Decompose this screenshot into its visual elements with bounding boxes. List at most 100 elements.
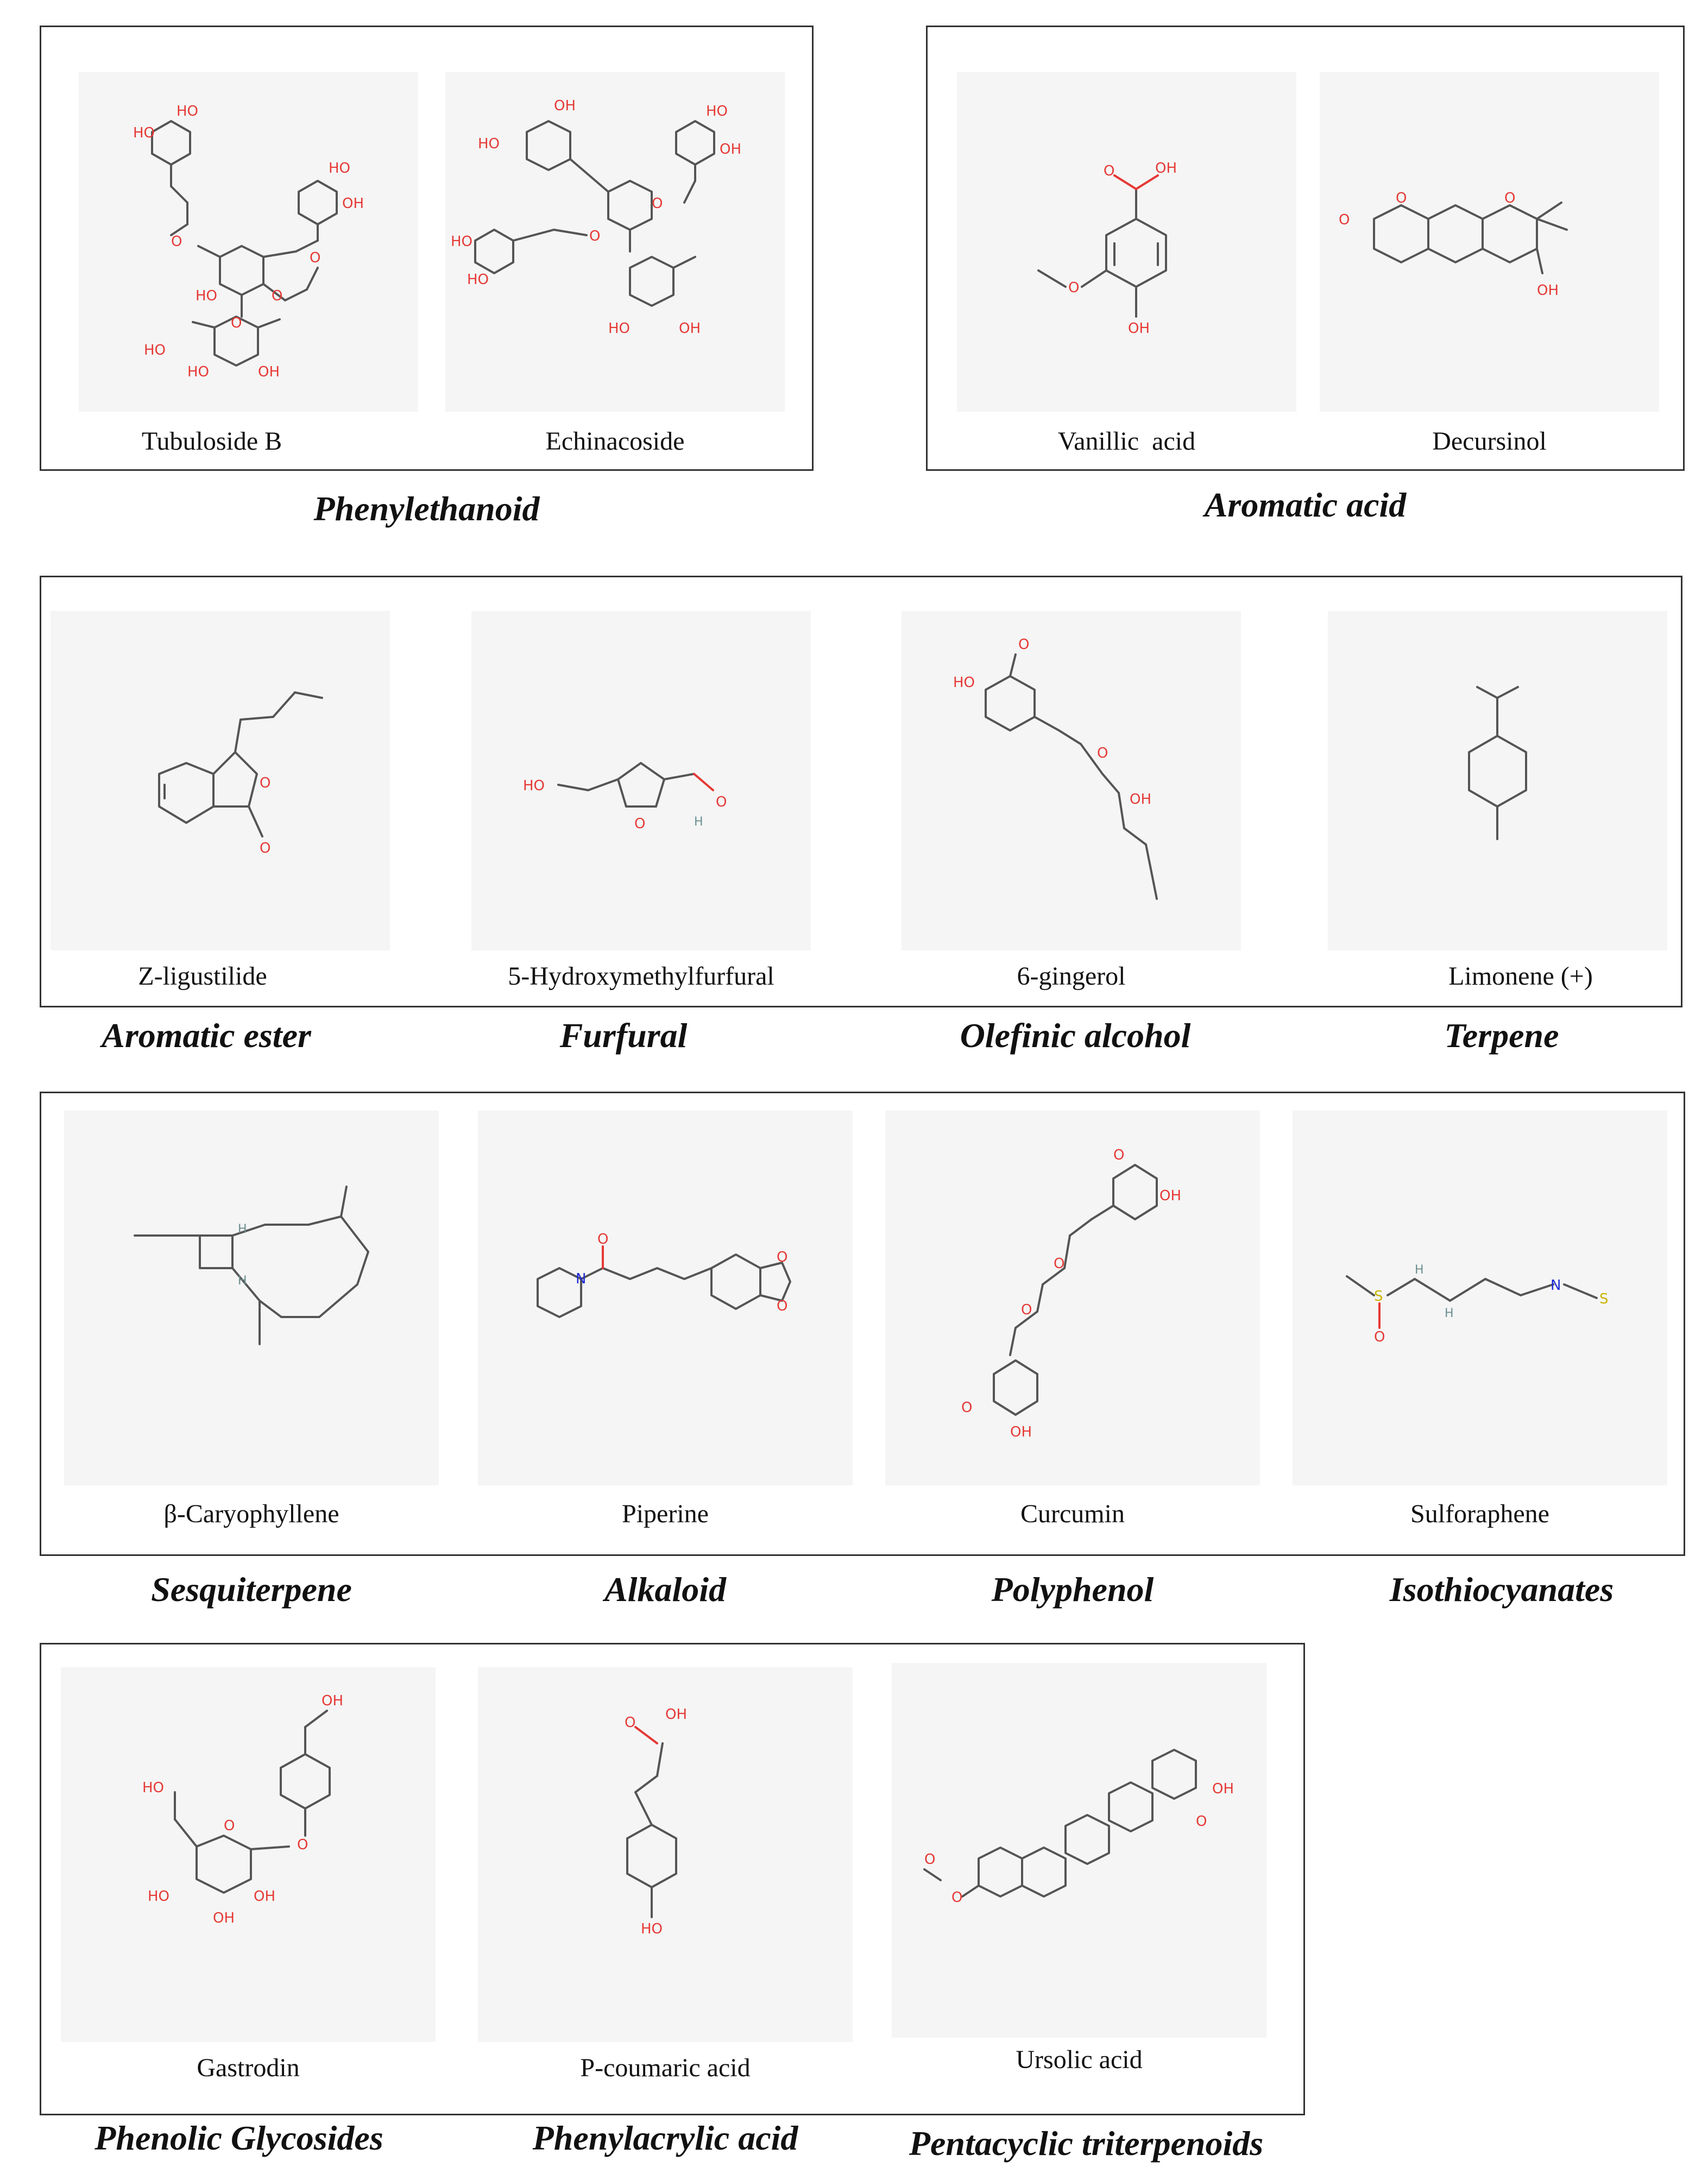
svg-text:O: O xyxy=(1374,1329,1385,1345)
tubuloside-b-name: Tubuloside B xyxy=(141,427,282,456)
svg-text:O: O xyxy=(310,250,320,266)
svg-text:O: O xyxy=(625,1715,635,1731)
z-ligustilide-name: Z-ligustilide xyxy=(138,962,267,991)
svg-text:OH: OH xyxy=(554,98,576,114)
svg-text:S: S xyxy=(1599,1291,1609,1307)
svg-text:O: O xyxy=(224,1818,235,1834)
p-coumaric-acid-tile: O OH HO xyxy=(478,1667,853,2042)
limonene-name: Limonene (+) xyxy=(1448,962,1593,991)
phenylacrylic-acid-label: Phenylacrylic acid xyxy=(532,2119,798,2157)
svg-text:HO: HO xyxy=(641,1921,663,1937)
curcumin-structure-icon: O OH O O O OH xyxy=(961,1147,1181,1440)
svg-text:OH: OH xyxy=(1155,160,1177,177)
ursolic-acid-name: Ursolic acid xyxy=(1016,2045,1143,2074)
svg-text:O: O xyxy=(589,228,600,244)
tubuloside-b-tile: HO HO HO OH O O HO O O HO OH HO xyxy=(79,72,418,412)
decursinol-name: Decursinol xyxy=(1432,427,1547,456)
svg-text:O: O xyxy=(1113,1147,1124,1163)
gingerol-structure-icon: HO O O OH xyxy=(953,637,1158,900)
svg-text:O: O xyxy=(951,1889,962,1906)
svg-text:HO: HO xyxy=(133,125,155,141)
gingerol-tile: HO O O OH xyxy=(902,611,1241,950)
svg-text:OH: OH xyxy=(720,141,741,157)
echinacoside-structure-icon: OH HO HO OH HO HO O O HO OH xyxy=(451,98,741,337)
piperine-tile: N O O O xyxy=(478,1111,853,1485)
echinacoside-name: Echinacoside xyxy=(545,427,685,456)
polyphenol-label: Polyphenol xyxy=(991,1570,1154,1609)
svg-text:H: H xyxy=(238,1274,247,1288)
piperine-name: Piperine xyxy=(622,1499,709,1528)
svg-text:OH: OH xyxy=(665,1706,687,1723)
svg-text:HO: HO xyxy=(467,272,489,288)
svg-text:O: O xyxy=(1396,190,1407,206)
curcumin-name: Curcumin xyxy=(1020,1499,1125,1528)
svg-text:OH: OH xyxy=(1130,791,1151,808)
decursinol-structure-icon: O O O OH xyxy=(1339,190,1568,299)
svg-text:HO: HO xyxy=(478,136,500,152)
piperine-structure-icon: N O O O xyxy=(537,1231,791,1318)
curcumin-tile: O OH O O O OH xyxy=(885,1111,1260,1485)
svg-text:HO: HO xyxy=(953,675,975,691)
sesquiterpene-label: Sesquiterpene xyxy=(151,1570,352,1609)
gastrodin-name: Gastrodin xyxy=(197,2053,300,2082)
sulforaphene-tile: S O N S H H xyxy=(1293,1111,1667,1485)
echinacoside-tile: OH HO HO OH HO HO O O HO OH xyxy=(445,72,785,412)
limonene-structure-icon xyxy=(1468,686,1527,840)
svg-text:O: O xyxy=(1196,1813,1207,1830)
svg-text:OH: OH xyxy=(679,320,701,337)
svg-text:N: N xyxy=(576,1271,586,1287)
svg-text:O: O xyxy=(297,1837,308,1853)
decursinol-tile: O O O OH xyxy=(1320,72,1659,412)
sulforaphene-name: Sulforaphene xyxy=(1410,1499,1549,1528)
svg-text:O: O xyxy=(1068,280,1079,296)
vanillic-acid-name: Vanillic acid xyxy=(1057,427,1196,456)
caryophyllene-tile: H H xyxy=(64,1111,439,1485)
svg-text:O: O xyxy=(924,1851,935,1868)
olefinic-alcohol-label: Olefinic alcohol xyxy=(960,1016,1191,1055)
tubuloside-b-structure-icon: HO HO HO OH O O HO O O HO OH HO xyxy=(133,103,364,380)
vanillic-acid-structure-icon: O OH O OH xyxy=(1037,160,1177,337)
p-coumaric-acid-structure-icon: O OH HO xyxy=(625,1706,687,1937)
sulforaphene-structure-icon: S O N S H H xyxy=(1346,1263,1609,1345)
phenylethanoid-label: Phenylethanoid xyxy=(313,489,540,528)
svg-text:O: O xyxy=(1339,212,1350,228)
svg-text:HO: HO xyxy=(523,778,545,794)
svg-text:O: O xyxy=(260,840,270,856)
svg-text:O: O xyxy=(777,1298,787,1314)
svg-text:HO: HO xyxy=(451,234,472,250)
aromatic-acid-label: Aromatic acid xyxy=(1204,486,1407,524)
hmf-tile: HO O O H xyxy=(471,611,811,950)
pentacyclic-triterpenoids-label: Pentacyclic triterpenoids xyxy=(909,2124,1264,2163)
ursolic-acid-tile: O O OH O xyxy=(892,1663,1266,2038)
svg-text:O: O xyxy=(171,234,182,250)
svg-text:O: O xyxy=(260,775,270,791)
svg-text:OH: OH xyxy=(1010,1424,1032,1440)
svg-text:OH: OH xyxy=(322,1693,343,1709)
hmf-name: 5-Hydroxymethylfurfural xyxy=(508,962,774,991)
hydroxymethylfurfural-structure-icon: HO O O H xyxy=(523,762,727,832)
isothiocyanates-label: Isothiocyanates xyxy=(1389,1570,1614,1609)
svg-text:O: O xyxy=(1097,745,1108,761)
svg-text:H: H xyxy=(1415,1263,1424,1277)
ursolic-acid-structure-icon: O O OH O xyxy=(923,1749,1234,1906)
alkaloid-label: Alkaloid xyxy=(604,1570,727,1609)
svg-text:O: O xyxy=(716,794,727,810)
svg-text:HO: HO xyxy=(706,103,728,119)
svg-text:O: O xyxy=(597,1231,608,1247)
svg-text:O: O xyxy=(231,315,242,331)
svg-text:OH: OH xyxy=(254,1888,275,1905)
svg-text:HO: HO xyxy=(329,160,350,177)
svg-text:H: H xyxy=(238,1223,247,1236)
svg-text:H: H xyxy=(694,815,703,829)
svg-text:O: O xyxy=(777,1249,787,1265)
svg-text:OH: OH xyxy=(1537,282,1559,299)
svg-text:O: O xyxy=(634,816,645,832)
svg-text:HO: HO xyxy=(144,342,166,358)
svg-text:O: O xyxy=(961,1400,972,1416)
z-ligustilide-tile: O O xyxy=(51,611,390,950)
phenolic-glycosides-label: Phenolic Glycosides xyxy=(94,2119,383,2157)
svg-text:OH: OH xyxy=(213,1910,235,1926)
svg-text:S: S xyxy=(1374,1288,1383,1305)
svg-text:OH: OH xyxy=(1128,320,1150,337)
svg-text:HO: HO xyxy=(608,320,630,337)
